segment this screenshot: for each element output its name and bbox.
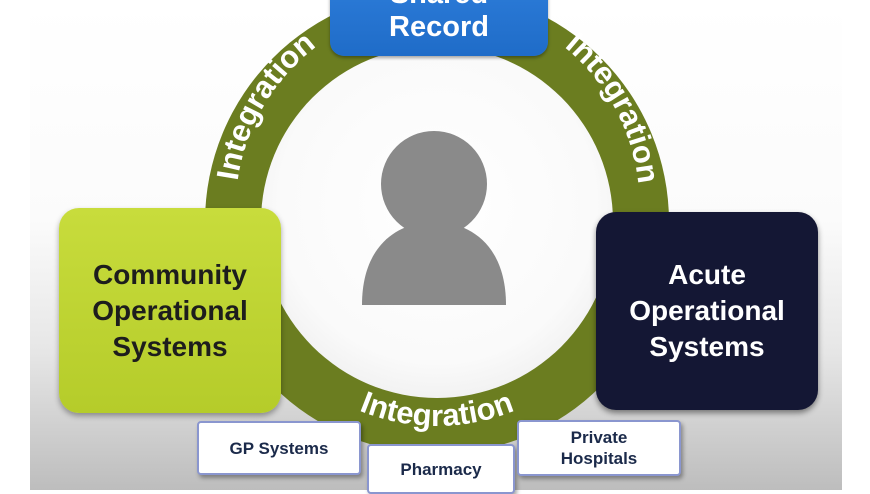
community-systems-node: Community Operational Systems: [59, 208, 281, 413]
shared-record-node: Shared Record: [330, 0, 548, 56]
private-hospitals-line-2: Hospitals: [560, 449, 638, 468]
acute-line-3: Systems: [649, 331, 765, 362]
gp-systems-box: GP Systems: [197, 421, 361, 475]
community-line-2: Operational: [92, 294, 248, 326]
gp-systems-label: GP Systems: [229, 438, 329, 458]
pharmacy-box: Pharmacy: [367, 444, 515, 494]
acute-systems-node: Acute Operational Systems: [596, 212, 818, 410]
private-hospitals-line-1: Private: [570, 428, 628, 447]
community-line-3: Systems: [112, 330, 228, 362]
person-silhouette-icon: [362, 131, 506, 305]
community-line-1: Community: [93, 258, 247, 290]
shared-record-line-1: Shared: [389, 0, 489, 11]
pharmacy-label: Pharmacy: [400, 459, 482, 479]
shared-record-line-2: Record: [389, 11, 489, 43]
private-hospitals-box: Private Hospitals: [517, 420, 681, 476]
acute-line-2: Operational: [629, 295, 785, 326]
acute-line-1: Acute: [668, 259, 746, 290]
